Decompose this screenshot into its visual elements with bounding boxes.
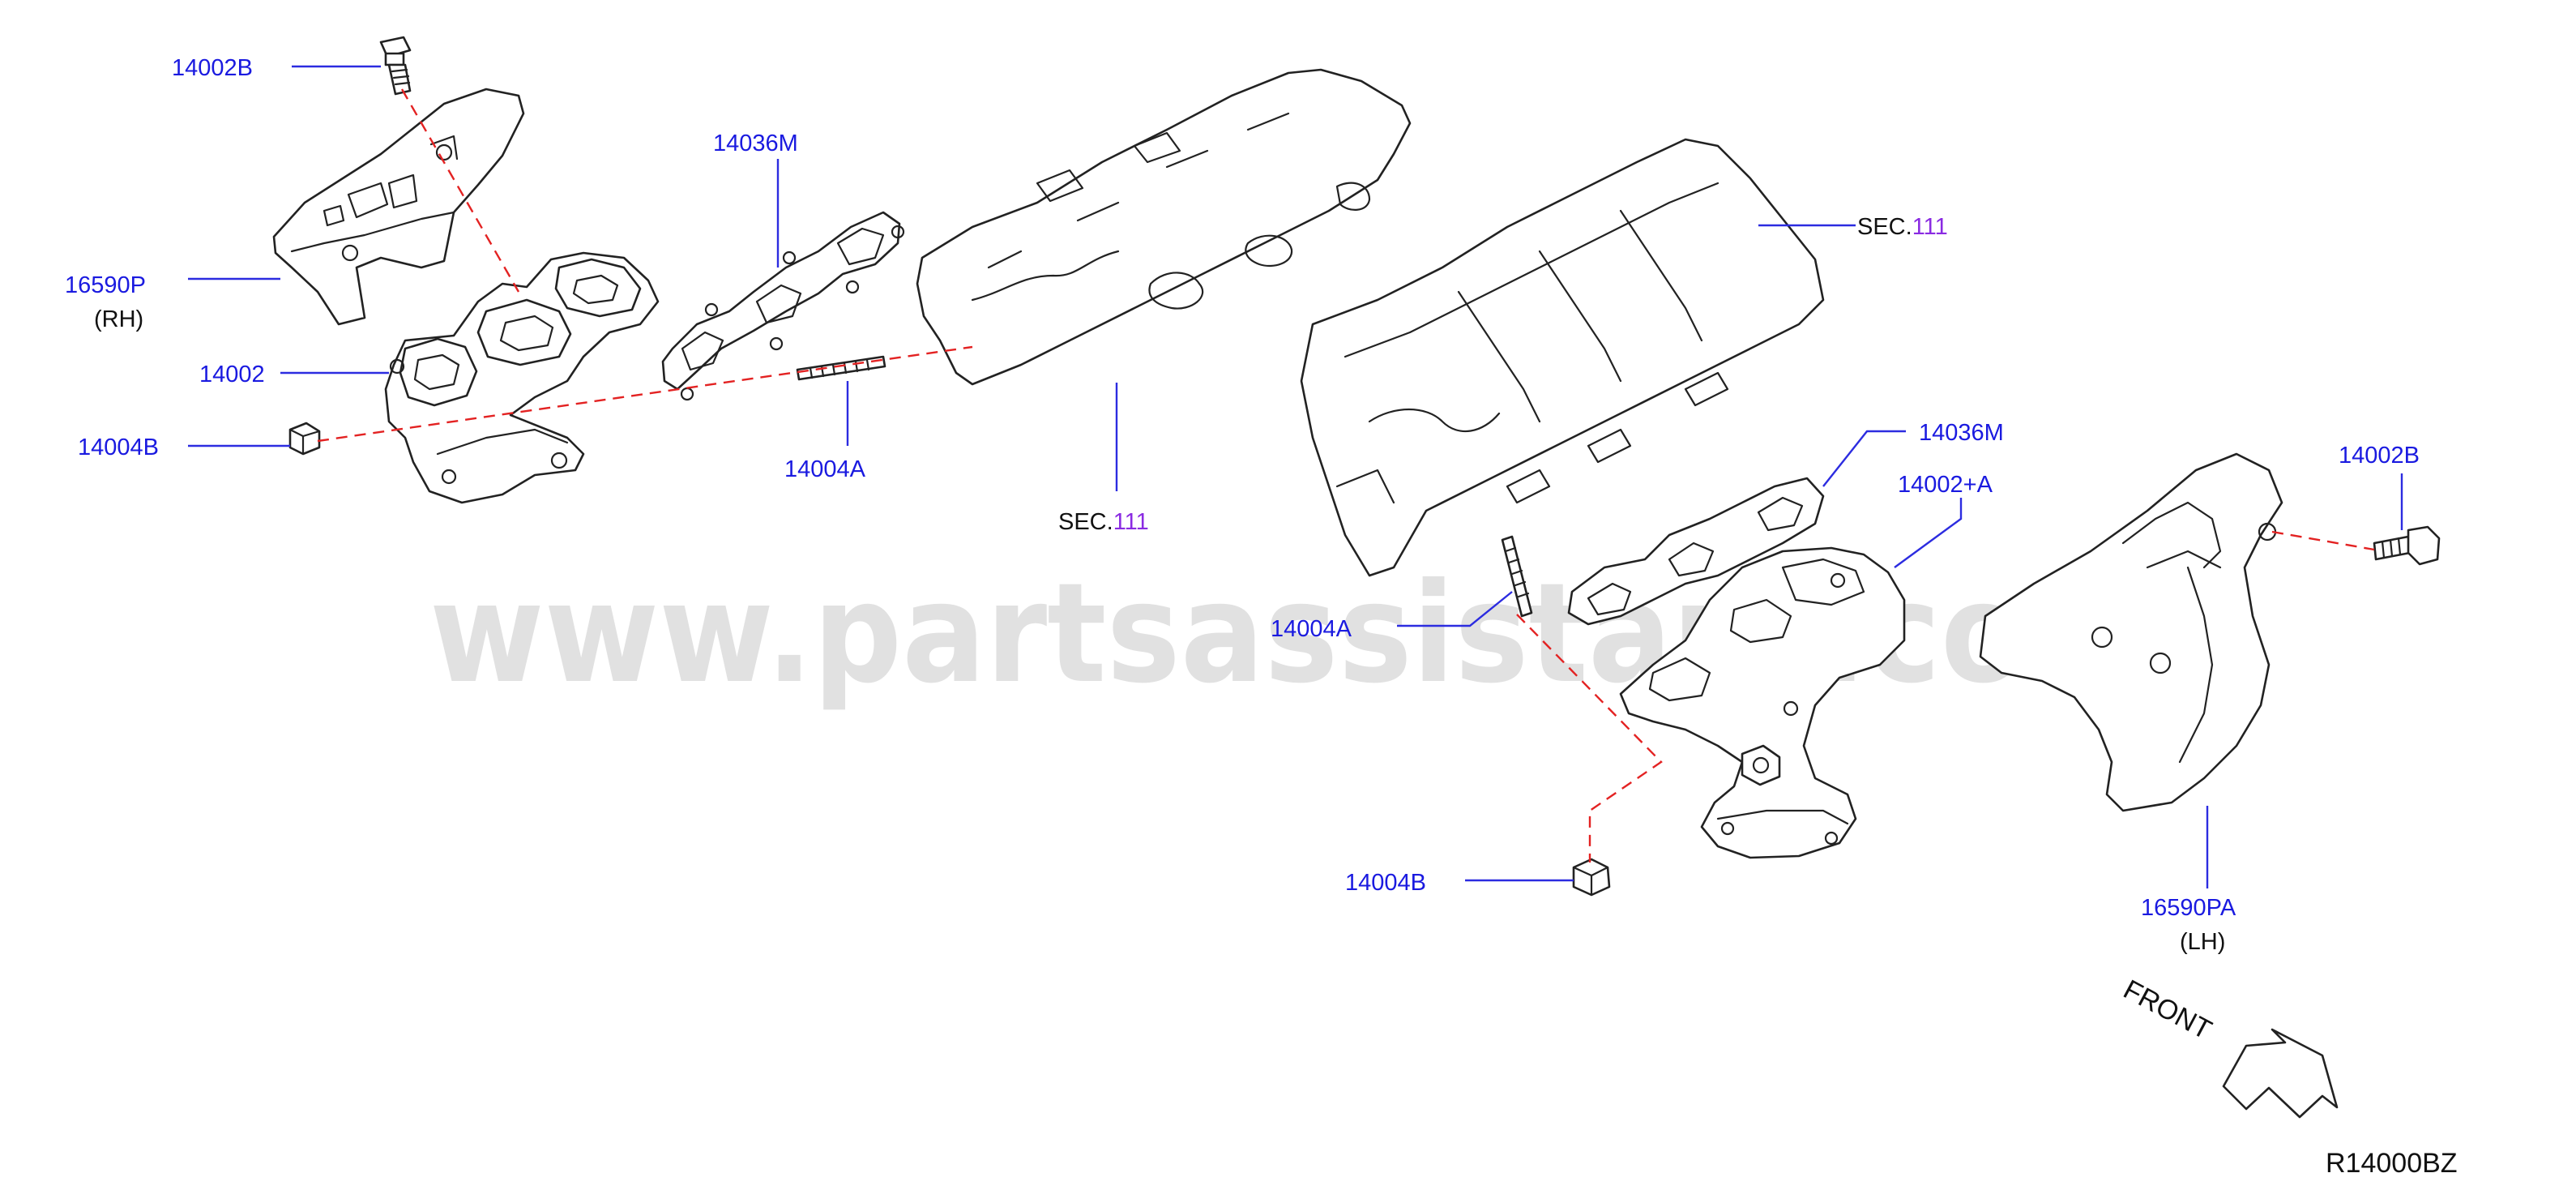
label-sec-lh[interactable]: SEC.111 xyxy=(1857,214,1948,240)
label-gasket-rh[interactable]: 14036M xyxy=(713,131,798,156)
heat-shield-rh[interactable] xyxy=(272,88,525,326)
leader-stud-lh xyxy=(1397,591,1513,627)
label-sec-rh[interactable]: SEC.111 xyxy=(1058,509,1149,535)
label-stud-rh[interactable]: 14004A xyxy=(784,456,866,482)
label-nut-rh[interactable]: 14004B xyxy=(78,435,159,460)
exhaust-manifold-lh[interactable] xyxy=(1619,546,1906,859)
label-shield-lh[interactable]: 16590PA xyxy=(2141,895,2236,921)
leader-manifold-lh xyxy=(1894,498,1963,568)
nut-lh[interactable] xyxy=(1572,858,1611,897)
stud-rh[interactable] xyxy=(796,355,886,381)
stud-lh[interactable] xyxy=(1501,535,1533,618)
gasket-lh[interactable] xyxy=(1567,477,1825,626)
label-stud-lh[interactable]: 14004A xyxy=(1271,616,1352,642)
nut-rh[interactable] xyxy=(288,422,321,456)
label-gasket-lh[interactable]: 14036M xyxy=(1919,420,2004,446)
ref-line-bolt-rh xyxy=(400,88,520,293)
bolt-lh[interactable] xyxy=(2373,525,2441,566)
gasket-rh[interactable] xyxy=(661,211,905,401)
label-nut-lh[interactable]: 14004B xyxy=(1345,870,1426,896)
front-arrow-icon xyxy=(2222,1028,2339,1119)
bolt-rh[interactable] xyxy=(379,36,412,96)
ref-line-stud-nut-lh xyxy=(1516,614,1663,863)
label-bolt-rh[interactable]: 14002B xyxy=(172,55,253,81)
label-bolt-lh[interactable]: 14002B xyxy=(2339,443,2420,469)
ref-line-bolt-lh xyxy=(2271,530,2375,551)
label-shield-lh-side: (LH) xyxy=(2180,929,2225,955)
label-shield-rh-side: (RH) xyxy=(94,306,143,332)
cylinder-head-rh[interactable] xyxy=(916,68,1412,386)
label-manifold-rh[interactable]: 14002 xyxy=(199,362,265,387)
label-manifold-lh[interactable]: 14002+A xyxy=(1898,472,1993,498)
ref-line-nut-stud-rh xyxy=(317,345,973,443)
exhaust-manifold-rh[interactable] xyxy=(384,251,660,504)
label-shield-rh[interactable]: 16590P xyxy=(65,272,146,298)
cylinder-head-lh[interactable] xyxy=(1300,138,1825,577)
diagram-code: R14000BZ xyxy=(2326,1148,2458,1179)
front-direction-label: FRONT xyxy=(2118,974,2216,1047)
leader-gasket-lh xyxy=(1822,430,1906,487)
heat-shield-lh[interactable] xyxy=(1979,452,2283,812)
